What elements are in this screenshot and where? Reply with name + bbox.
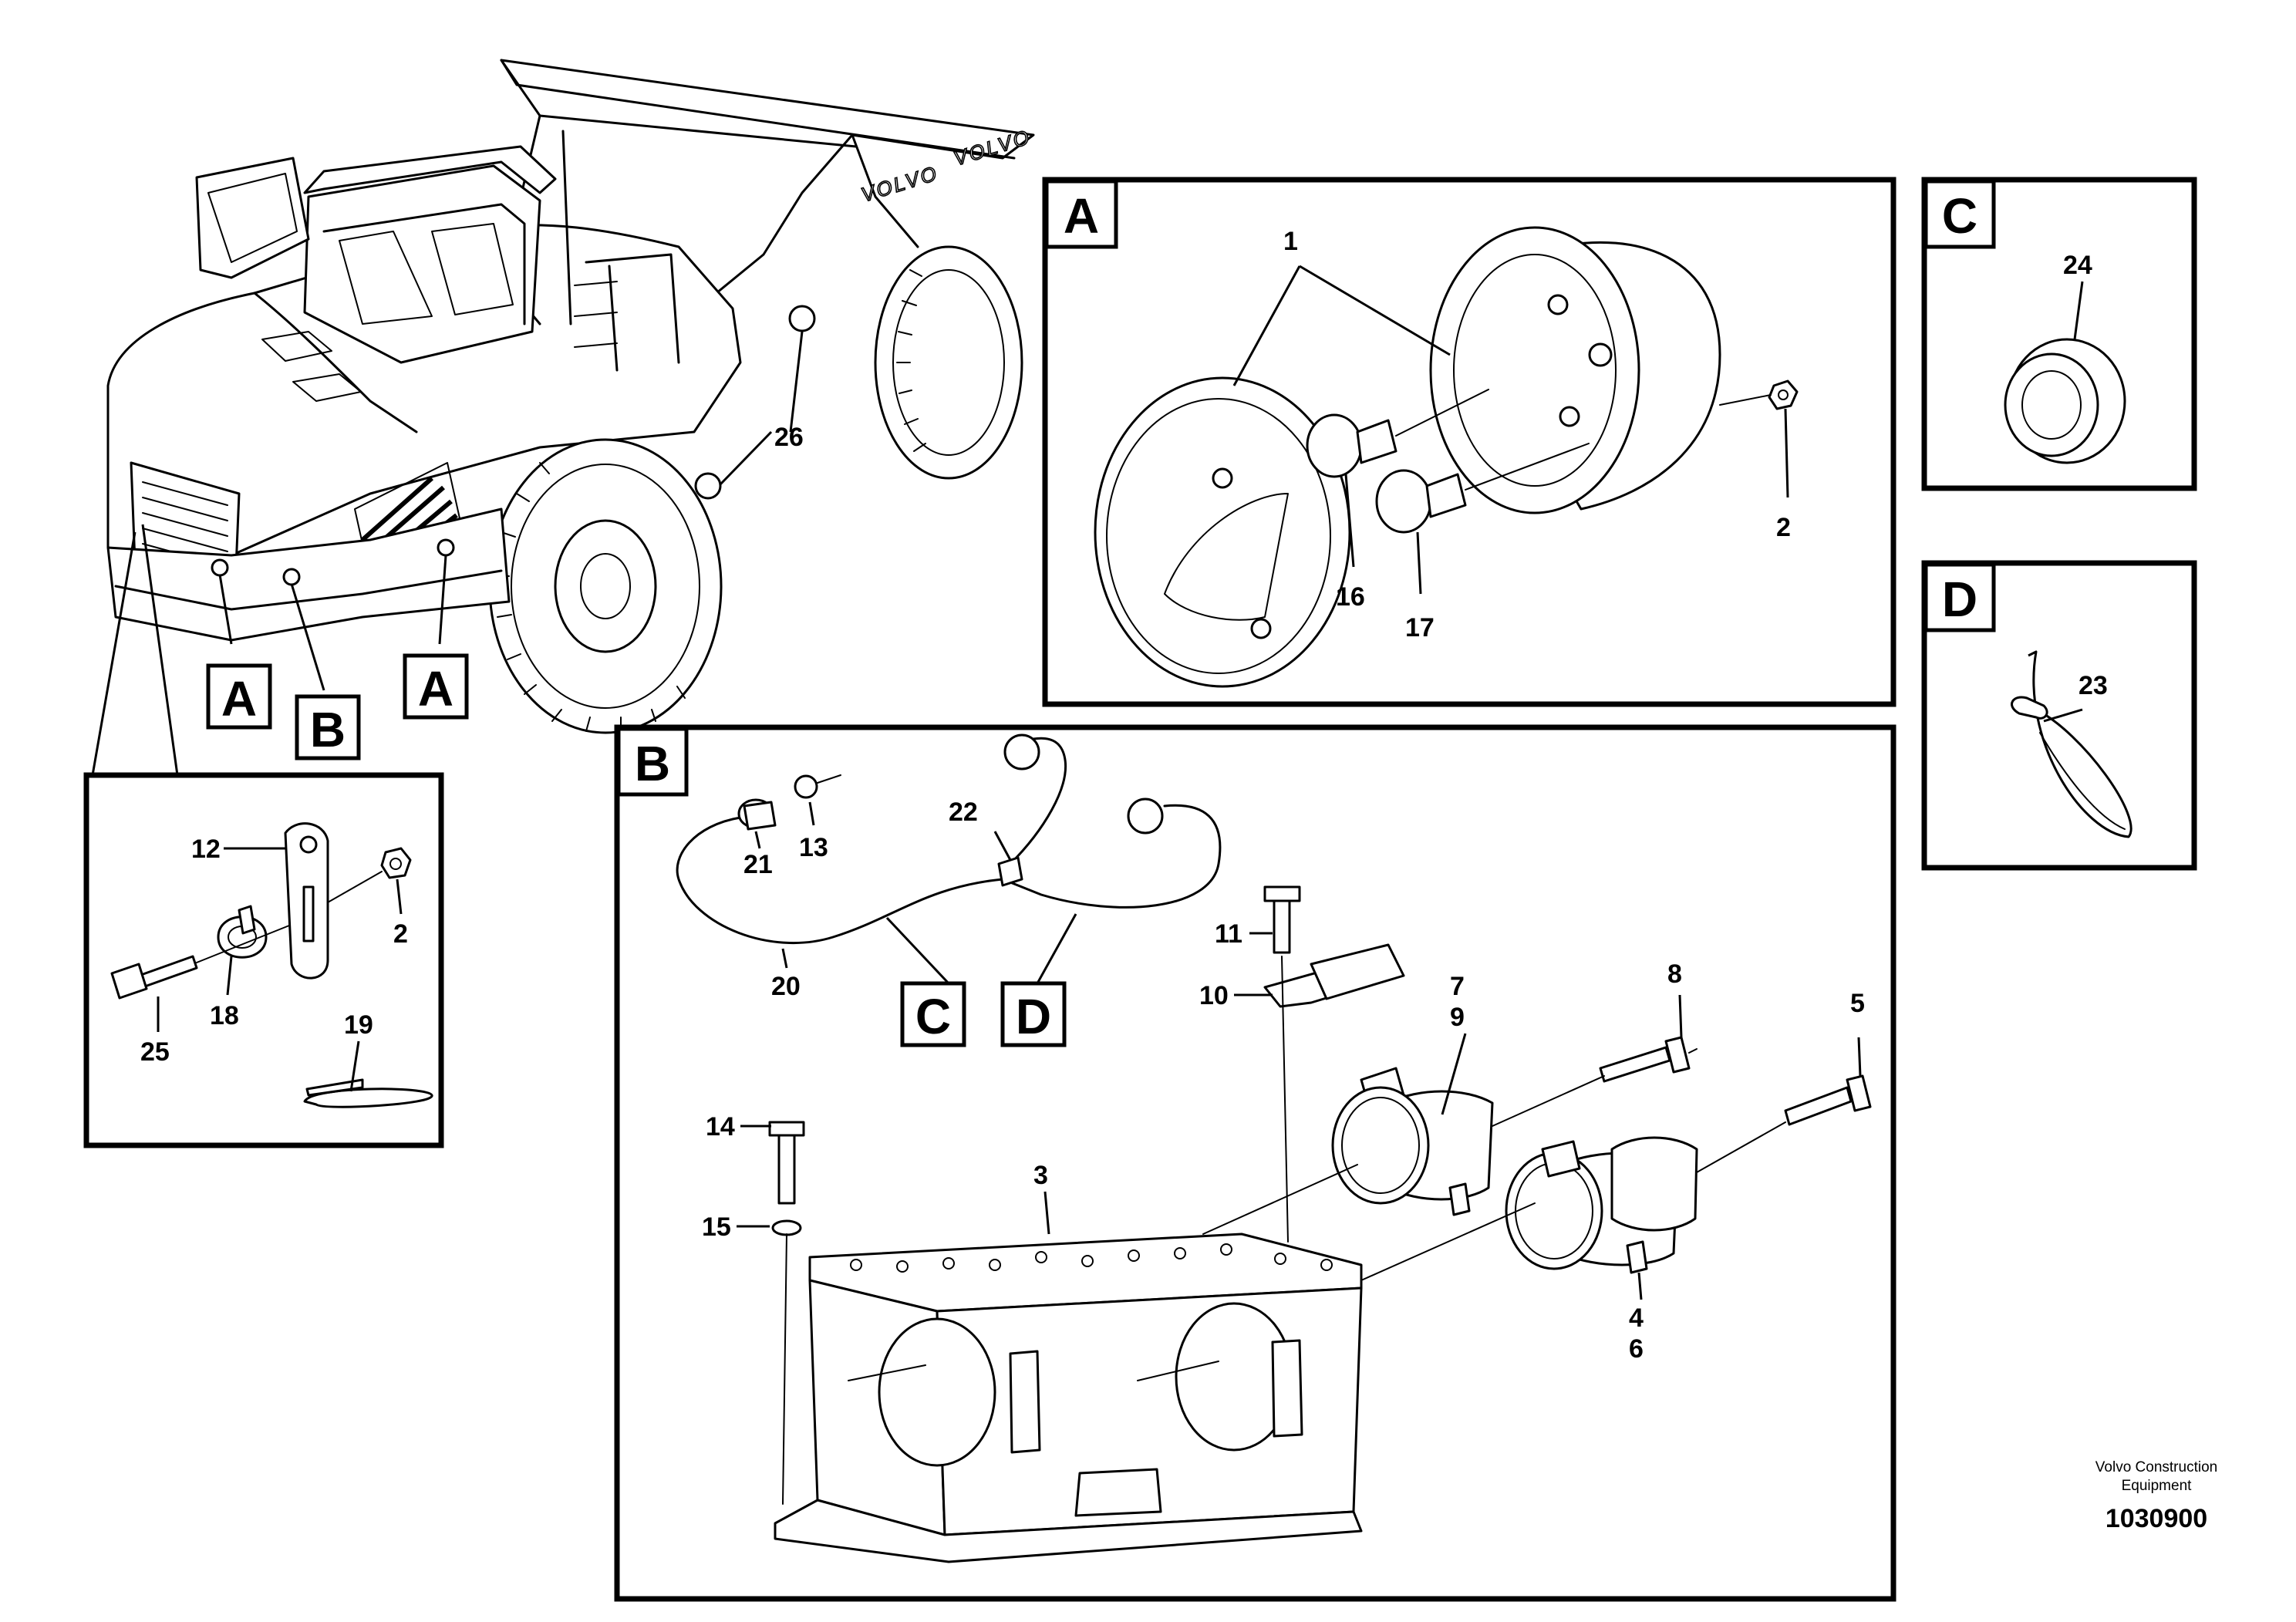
callout-label-d: D <box>1016 989 1051 1044</box>
item-number-22: 22 <box>949 798 978 827</box>
bolt-part-14 <box>777 1132 796 1205</box>
panel-c-label-box <box>1923 179 1996 249</box>
panel-d-cable-tie: D 23 <box>1921 560 2197 871</box>
panel-c-label: C <box>1942 188 1977 244</box>
bulb-part-5 <box>1784 1074 1872 1126</box>
item-number-3: 3 <box>1033 1161 1048 1190</box>
callout-box-c <box>900 981 966 1047</box>
item-number-10: 10 <box>1199 981 1229 1010</box>
item-number-26: 26 <box>774 423 804 452</box>
callout-box-b <box>295 694 361 760</box>
item-number-20: 20 <box>771 972 801 1001</box>
callout-box-a-left <box>206 663 272 730</box>
footer: Volvo Construction Equipment 1030900 <box>2095 1459 2217 1533</box>
lamp-bracket-part-3 <box>774 1164 1536 1563</box>
item-number-25: 25 <box>140 1037 170 1067</box>
panel-d-label: D <box>1942 572 1977 627</box>
callout-label-a-left: A <box>221 671 257 727</box>
item-number-18: 18 <box>210 1001 239 1030</box>
bulb-part-16 <box>1306 389 1489 478</box>
item-number-17: 17 <box>1405 613 1435 642</box>
item-number-11: 11 <box>1215 919 1242 949</box>
panel-a-label-box <box>1044 179 1118 249</box>
callout-label-c: C <box>915 989 951 1044</box>
item-number-19: 19 <box>344 1010 373 1040</box>
panel-b-headlamp-kit: B 21 13 22 20 C D <box>614 724 1896 1602</box>
item-number-21: 21 <box>743 850 773 879</box>
bolt-part-11 <box>1273 897 1291 954</box>
item-number-6: 6 <box>1629 1334 1644 1364</box>
panel-d-label-box <box>1923 562 1996 632</box>
panel-b-label-box <box>616 727 689 797</box>
item-number-12: 12 <box>191 835 221 864</box>
washer-part-15 <box>771 1219 802 1236</box>
wire-harness-part-20 <box>676 733 1222 945</box>
panel-c-grommet: C 24 <box>1921 177 2197 491</box>
washer-part-13 <box>794 774 818 799</box>
item-number-16: 16 <box>1336 582 1365 612</box>
panel-a-work-lamp: A 1 16 <box>1042 177 1896 707</box>
item-number-8: 8 <box>1667 959 1682 989</box>
callout-label-a-right: A <box>418 661 453 717</box>
nut-part-2-panel-a <box>1768 379 1799 410</box>
headlamp-part-7 <box>1331 1067 1605 1216</box>
item-number-24: 24 <box>2063 251 2092 280</box>
footer-company: Volvo Construction <box>2095 1459 2217 1475</box>
item-number-2-inset: 2 <box>393 919 408 949</box>
bulb-part-8 <box>1599 1036 1698 1083</box>
item-number-13: 13 <box>799 833 828 862</box>
lamp-lens-part-1 <box>1094 376 1351 688</box>
item-number-5: 5 <box>1850 989 1865 1018</box>
item-number-14: 14 <box>706 1112 735 1141</box>
headlamp-part-4 <box>1505 1121 1786 1274</box>
body-brand-lettering: VOLVO <box>858 161 941 207</box>
panel-a-label: A <box>1064 188 1099 244</box>
item-number-9: 9 <box>1450 1003 1465 1032</box>
item-number-15: 15 <box>702 1212 731 1242</box>
callout-label-b: B <box>310 702 346 757</box>
callout-box-a-right <box>403 653 469 720</box>
callout-box-d <box>1000 981 1067 1047</box>
item-number-7: 7 <box>1450 972 1465 1001</box>
connector-part-22 <box>997 856 1023 887</box>
articulated-hauler-illustration: VOLVO VOLVO <box>91 59 1035 776</box>
item-number-1: 1 <box>1283 227 1298 256</box>
connector-part-21 <box>743 801 777 831</box>
detail-inset: 12 2 25 18 19 <box>83 772 444 1148</box>
machine-callouts: A B A <box>206 653 469 760</box>
panel-b-label: B <box>635 736 670 791</box>
nut-part-2 <box>380 847 412 879</box>
item-number-2-panel-a: 2 <box>1776 513 1791 542</box>
footer-figure-code: 1030900 <box>2106 1504 2207 1533</box>
item-number-4: 4 <box>1629 1303 1644 1333</box>
bulb-part-17 <box>1375 443 1590 534</box>
footer-company-line2: Equipment <box>2122 1478 2193 1494</box>
item-number-23: 23 <box>2079 671 2108 700</box>
